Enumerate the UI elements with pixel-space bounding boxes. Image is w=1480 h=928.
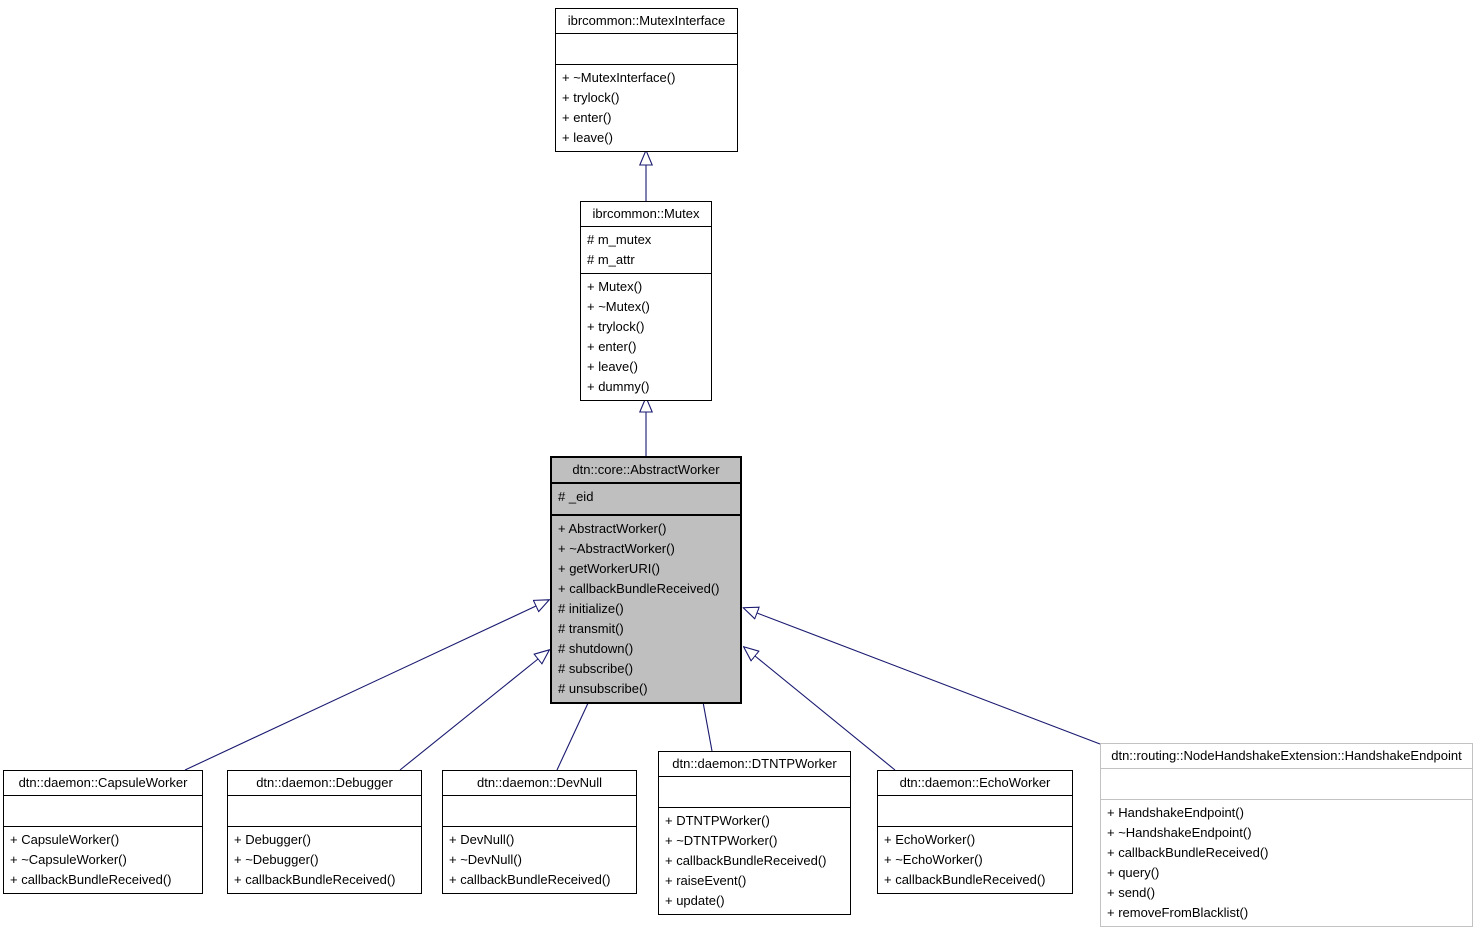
method: + ~CapsuleWorker() [10,852,127,867]
attributes-compartment [659,776,850,807]
method: + update() [665,893,725,908]
methods-compartment: + DevNull() + ~DevNull() + callbackBundleR… [443,826,636,893]
class-title: ibrcommon::MutexInterface [567,13,726,28]
method: + callbackBundleReceived() [665,853,827,868]
class-box-echo-worker[interactable]: dtn::daemon::EchoWorker+ EchoWorker()+ ~… [877,770,1073,894]
method: + removeFromBlacklist() [1107,905,1249,920]
attributes-compartment [556,33,737,64]
method: + callbackBundleReceived() [558,581,720,596]
class-box-devnull[interactable]: dtn::daemon::DevNull+ DevNull()+ ~DevNul… [442,770,637,894]
attribute: # _eid [558,489,594,504]
methods-compartment: + HandshakeEndpoint() + ~HandshakeEndpoin… [1101,799,1472,926]
class-title: dtn::routing::NodeHandshakeExtension::Ha… [1111,748,1462,763]
attributes-compartment: # _eid [552,482,740,514]
method: # transmit() [558,621,624,636]
class-title: ibrcommon::Mutex [592,206,700,221]
methods-compartment: + AbstractWorker() + ~AbstractWorker() + g… [552,514,740,702]
method: + ~AbstractWorker() [558,541,675,556]
inheritance-edge-capsule-worker [184,606,536,771]
class-title: dtn::daemon::DTNTPWorker [672,756,837,771]
method: + ~EchoWorker() [884,852,983,867]
method: + callbackBundleReceived() [449,872,611,887]
inheritance-edge-debugger [399,659,538,771]
methods-compartment: + DTNTPWorker() + ~DTNTPWorker() + callbac… [659,807,850,914]
method: + callbackBundleReceived() [10,872,172,887]
method: + AbstractWorker() [558,521,667,536]
class-box-dtntp-worker[interactable]: dtn::daemon::DTNTPWorker+ DTNTPWorker()+… [658,751,851,915]
class-box-abstract-worker[interactable]: dtn::core::AbstractWorker# _eid+ Abstrac… [550,456,742,704]
inheritance-edge-echo-worker [755,656,896,771]
methods-compartment: + CapsuleWorker() + ~CapsuleWorker() + cal… [4,826,202,893]
method: + CapsuleWorker() [10,832,120,847]
method: + DevNull() [449,832,515,847]
method: + trylock() [562,90,620,105]
method: + leave() [562,130,613,145]
method: + getWorkerURI() [558,561,660,576]
class-title: dtn::daemon::CapsuleWorker [18,775,188,790]
method: + callbackBundleReceived() [234,872,396,887]
inheritance-edge-dtntp-worker [703,702,713,752]
method: # subscribe() [558,661,634,676]
method: # shutdown() [558,641,634,656]
method: # unsubscribe() [558,681,648,696]
methods-compartment: + Mutex() + ~Mutex() + trylock() + enter() +… [581,273,711,400]
method: + Debugger() [234,832,311,847]
attributes-compartment [443,795,636,826]
method: + Mutex() [587,279,643,294]
class-title: dtn::core::AbstractWorker [572,462,720,477]
method: + callbackBundleReceived() [884,872,1046,887]
class-title: dtn::daemon::DevNull [476,775,602,790]
method: + dummy() [587,379,650,394]
attributes-compartment [1101,768,1472,799]
class-box-handshake-endpoint: dtn::routing::NodeHandshakeExtension::Ha… [1100,743,1473,927]
attributes-compartment [4,795,202,826]
attributes-compartment [228,795,421,826]
method: + enter() [562,110,612,125]
method: + ~Debugger() [234,852,319,867]
attribute: # m_mutex [587,232,652,247]
method: + callbackBundleReceived() [1107,845,1269,860]
method: + ~MutexInterface() [562,70,676,85]
class-title: dtn::daemon::EchoWorker [899,775,1051,790]
inheritance-edge-devnull [556,701,589,771]
method: + ~DTNTPWorker() [665,833,778,848]
method: + ~HandshakeEndpoint() [1107,825,1252,840]
class-box-mutex-interface[interactable]: ibrcommon::MutexInterface+ ~MutexInterfa… [555,8,738,152]
attributes-compartment: # m_mutex # m_attr [581,226,711,273]
inheritance-edge-handshake-endpoint [757,613,1101,745]
method: + DTNTPWorker() [665,813,770,828]
method: + query() [1107,865,1160,880]
class-box-debugger[interactable]: dtn::daemon::Debugger+ Debugger()+ ~Debu… [227,770,422,894]
method: + ~DevNull() [449,852,522,867]
class-box-capsule-worker[interactable]: dtn::daemon::CapsuleWorker+ CapsuleWorke… [3,770,203,894]
methods-compartment: + EchoWorker() + ~EchoWorker() + callbackB… [878,826,1072,893]
method: + send() [1107,885,1156,900]
method: + HandshakeEndpoint() [1107,805,1244,820]
methods-compartment: + ~MutexInterface() + trylock() + enter() +… [556,64,737,151]
method: + trylock() [587,319,645,334]
method: # initialize() [558,601,624,616]
attribute: # m_attr [587,252,635,267]
class-box-mutex[interactable]: ibrcommon::Mutex# m_mutex# m_attr+ Mutex… [580,201,712,401]
attributes-compartment [878,795,1072,826]
method: + raiseEvent() [665,873,747,888]
method: + EchoWorker() [884,832,976,847]
method: + enter() [587,339,637,354]
method: + leave() [587,359,638,374]
class-title: dtn::daemon::Debugger [256,775,393,790]
method: + ~Mutex() [587,299,650,314]
methods-compartment: + Debugger() + ~Debugger() + callbackBundl… [228,826,421,893]
